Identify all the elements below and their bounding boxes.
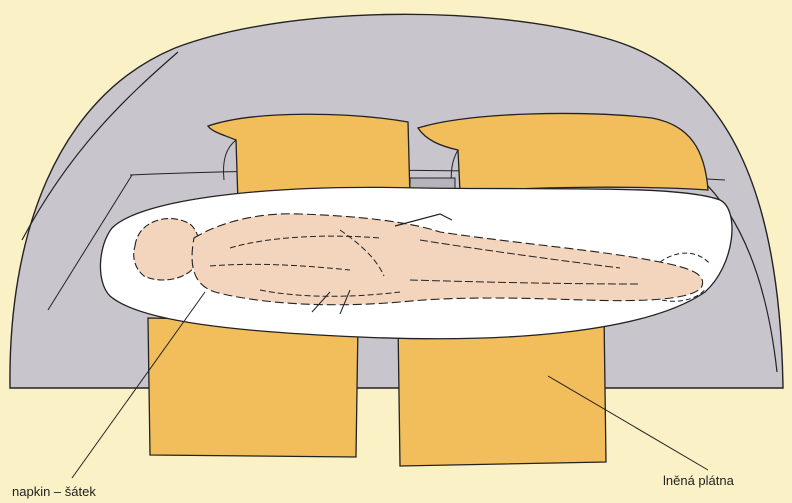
linen-cloth-bottom-left — [148, 318, 358, 457]
linen-cloth-top-right — [410, 113, 708, 200]
linen-label: lněná plátna — [663, 473, 735, 488]
napkin-label: napkin – šátek — [12, 484, 96, 499]
